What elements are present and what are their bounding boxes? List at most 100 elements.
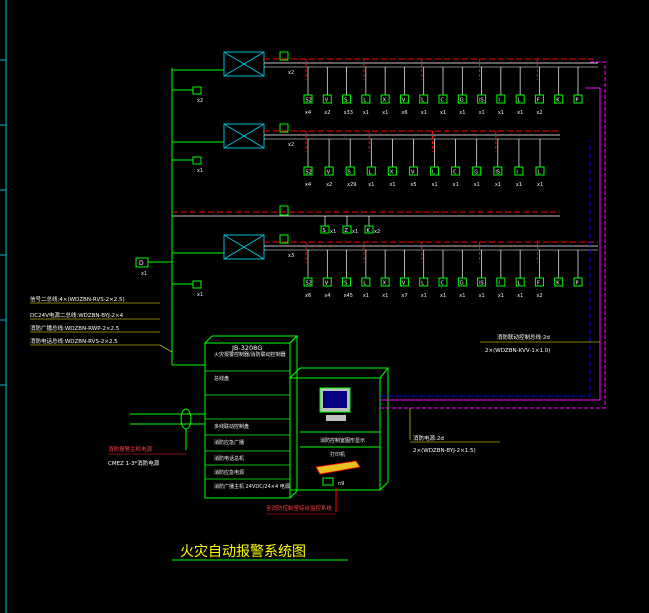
device-label: x1 xyxy=(421,293,427,299)
device-label: x7 xyxy=(401,293,407,299)
device-code: S2 xyxy=(306,98,312,104)
pc-row-printer: 打印机 xyxy=(330,451,345,458)
floor-loop-1: x2S2x4Vx2Sx33Lx1Xx1Vx6Lx1Cx1Gx1ISx1Ix1Lx… xyxy=(172,51,598,116)
device-code: G xyxy=(460,281,464,287)
isolator-module xyxy=(223,123,265,149)
device-c: Cx1 xyxy=(438,250,448,299)
device-label: x1 xyxy=(495,182,501,188)
cabinet-row: 消防应急广播 xyxy=(214,439,244,446)
device-code: L xyxy=(363,98,366,104)
device-code: C xyxy=(453,170,457,176)
device-label: x2 xyxy=(374,229,380,235)
device-label: x1 xyxy=(432,182,438,188)
device-x: Xx1 xyxy=(380,250,390,299)
device-code: C xyxy=(441,281,445,287)
device-v: Vx7 xyxy=(399,250,409,299)
device-label: x33 xyxy=(344,110,353,116)
floor-loop-3: x3S2x6Vx4Sx45Lx1Xx1Vx7Lx1Cx1Gx1ISx1Ix1Lx… xyxy=(172,234,598,299)
left-border-ticks xyxy=(0,59,6,386)
label-linkage-title: 消防联动控制总线:2d xyxy=(497,333,550,341)
device-label: x1 xyxy=(453,182,459,188)
device-code: F xyxy=(537,281,540,287)
device-label: x1 xyxy=(516,182,522,188)
svg-text:x1: x1 xyxy=(197,168,203,174)
device-label: x4 xyxy=(305,182,311,188)
riser-device-1: x2 xyxy=(172,86,203,104)
device-l: Lx1 xyxy=(419,242,429,299)
device-label: x2 xyxy=(536,293,542,299)
label-dc24v: DC24V电源二总线:WDZBN-BYJ-2×4 xyxy=(30,311,124,319)
isolator-module xyxy=(223,51,265,77)
device-label: x1 xyxy=(498,110,504,116)
device-code: IS xyxy=(479,98,484,104)
cabinet-row: 多线联动控制盘 xyxy=(214,423,249,430)
device-code: X xyxy=(390,170,394,176)
device-label: x1 xyxy=(363,293,369,299)
device-code: I xyxy=(498,98,499,104)
device-is: IS x1 xyxy=(477,59,487,116)
device-label: x2 xyxy=(536,110,542,116)
module-tag: x2 xyxy=(288,142,294,148)
device-code: F xyxy=(537,98,540,104)
device-code: L xyxy=(421,98,424,104)
device-l: Lx1 xyxy=(515,67,525,116)
cabinet-row: 总线盘 xyxy=(214,375,229,382)
device-g: Gx1 xyxy=(472,139,482,188)
device-code: K xyxy=(367,228,371,234)
device-label: x29 xyxy=(347,182,356,188)
device-v: Vx2 xyxy=(322,67,332,116)
fire-alarm-cabinet: JB-3208G 火灾报警控制器/消防联动控制器总线盘多线联动控制盘消防应急广播… xyxy=(203,335,299,499)
pc-console: 消防控制室图形显示 打印机 n9 xyxy=(288,367,390,491)
label-broadcast: 消防广播总线:WDZBN-RWP-2×2.5 xyxy=(30,324,120,332)
device-k: K xyxy=(554,67,564,104)
device-label: x2 xyxy=(326,182,332,188)
device-label: x1 xyxy=(479,293,485,299)
device-code: K xyxy=(556,98,560,104)
cabinet-row: 消防广播主机 24VDC/24×4 电源 xyxy=(214,483,290,490)
module-tag: x3 xyxy=(288,253,294,259)
device-code: V xyxy=(327,170,331,176)
device-label: x4 xyxy=(305,110,311,116)
device-code: L xyxy=(369,170,372,176)
guard-link: 至消防控制室综合监控系统 xyxy=(266,488,337,515)
device-p: P xyxy=(573,250,583,287)
device-label: x1 xyxy=(368,182,374,188)
device-code: L xyxy=(432,170,435,176)
label-phone: 消防电话总线:WDZBN-RVS-2×2.5 xyxy=(30,337,118,345)
device-i: Ix1 xyxy=(496,250,506,299)
device-f: Fx2 xyxy=(534,242,544,299)
cabinet-row: 消防应急电源 xyxy=(214,469,244,476)
device-l: Lx1 xyxy=(419,59,429,116)
device-label: x1 xyxy=(498,293,504,299)
device-label: x1 xyxy=(479,110,485,116)
diagram-title: 火灾自动报警系统图 xyxy=(180,543,306,560)
device-code: V xyxy=(325,281,329,287)
label-guard: 至消防控制室综合监控系统 xyxy=(266,504,333,512)
pc-row-display: 消防控制室图形显示 xyxy=(320,437,365,444)
device-code: S xyxy=(344,281,347,287)
svg-text:D: D xyxy=(139,260,144,267)
device-label: x6 xyxy=(305,293,311,299)
label-usage-cable: CMEZ 1-3*消防电源 xyxy=(108,459,160,467)
device-label: x1 xyxy=(459,293,465,299)
device-code: G xyxy=(474,170,478,176)
label-signal-bus: 信号二总线:4×(WDZBN-RVS-2×2.5) xyxy=(30,295,125,303)
device-v: Vx4 xyxy=(322,250,332,299)
svg-text:n9: n9 xyxy=(338,481,344,487)
device-label: x6 xyxy=(401,110,407,116)
device-k: K xyxy=(554,250,564,287)
device-label: x1 xyxy=(474,182,480,188)
device-code: P xyxy=(576,281,579,287)
device-code: P xyxy=(576,98,579,104)
label-usage: 消防报警主机电源 xyxy=(108,445,153,453)
device-code: L xyxy=(518,98,521,104)
device-i: Ix1 xyxy=(514,139,524,188)
device-code: V xyxy=(402,281,406,287)
device-code: S xyxy=(344,98,347,104)
device-label: x4 xyxy=(324,293,330,299)
